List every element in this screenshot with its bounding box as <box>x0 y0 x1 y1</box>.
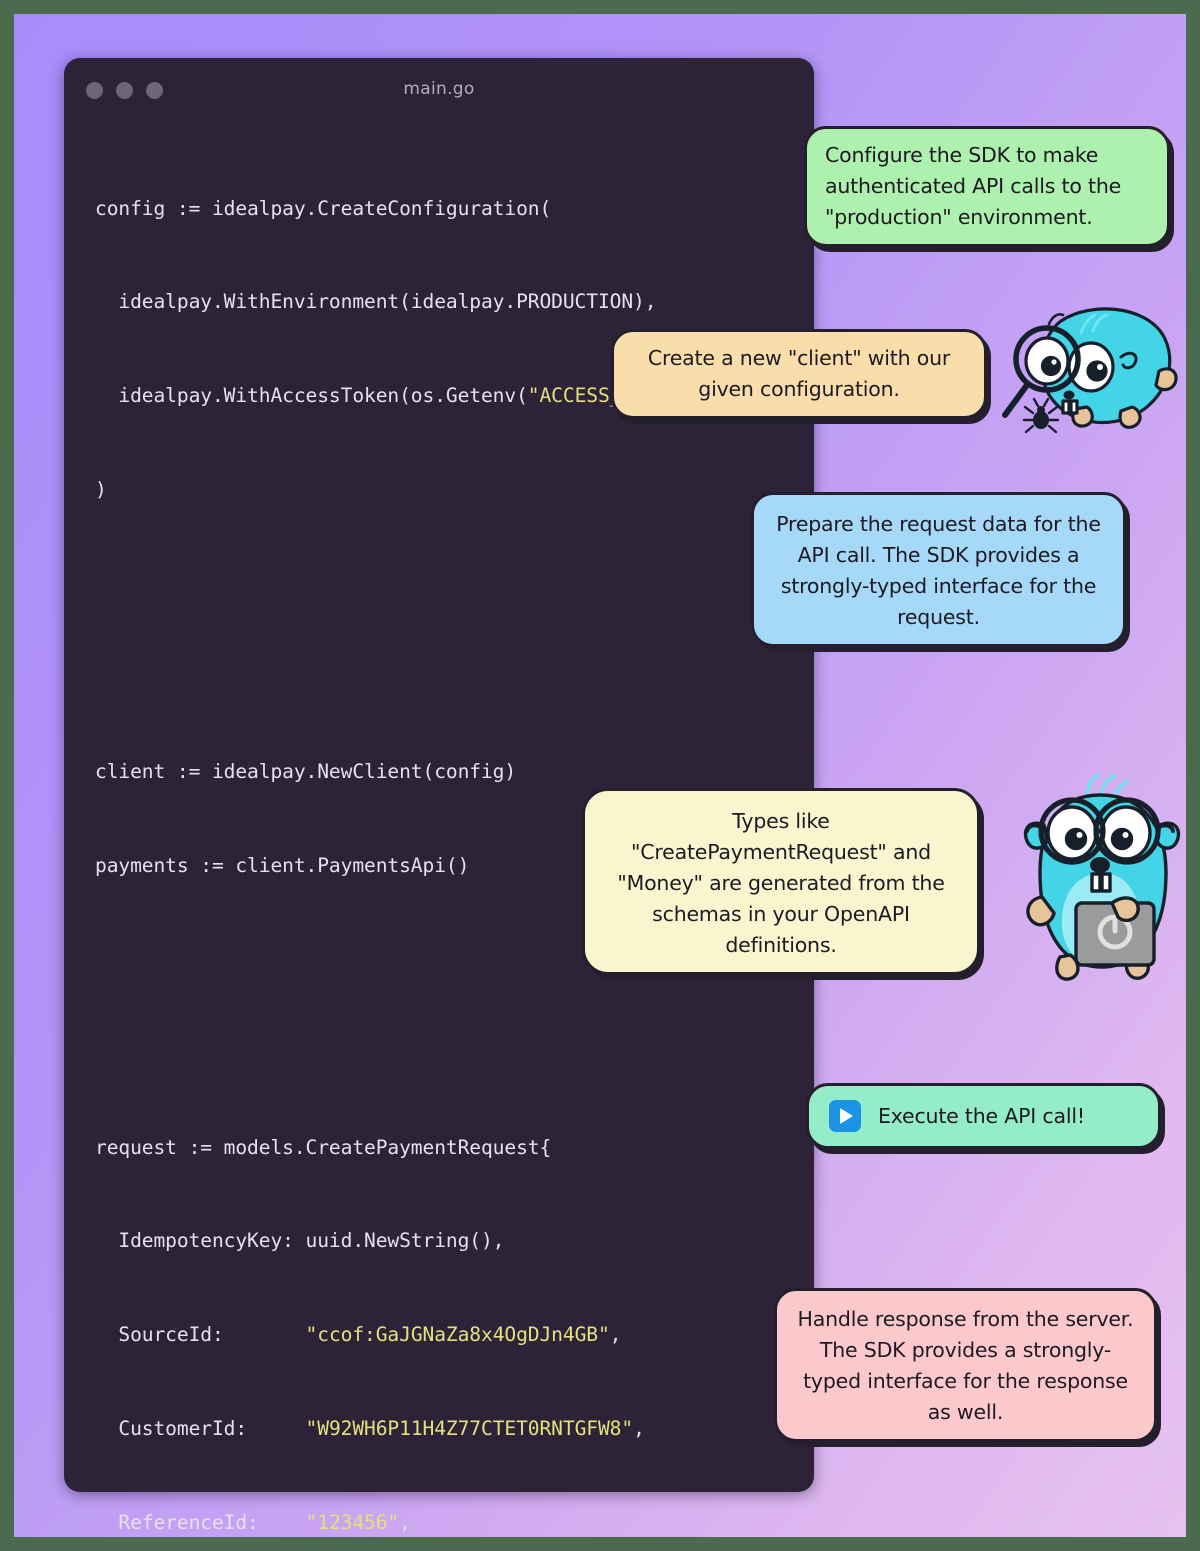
callout-execute-label: Execute the API call! <box>878 1103 1085 1128</box>
poster-canvas: main.go config := idealpay.CreateConfigu… <box>14 14 1186 1537</box>
close-button-icon[interactable] <box>86 82 103 99</box>
callout-execute-api-call: Execute the API call! <box>806 1083 1161 1149</box>
code-line: SourceId: "ccof:GaJGNaZa8x4OgDJn4GB", <box>95 1323 622 1347</box>
code-line: CustomerId: "W92WH6P11H4Z77CTET0RNTGFW8"… <box>95 1417 645 1441</box>
code-line: client := idealpay.NewClient(config) <box>95 759 517 783</box>
code-line <box>95 662 806 693</box>
minimize-button-icon[interactable] <box>116 82 133 99</box>
play-icon[interactable] <box>829 1100 861 1132</box>
window-title: main.go <box>403 79 475 99</box>
window-titlebar: main.go <box>64 58 814 118</box>
code-line: config := idealpay.CreateConfiguration( <box>95 196 552 220</box>
go-gopher-with-magnifying-glass-and-bug-icon <box>1002 307 1178 434</box>
bug-icon <box>1022 397 1060 434</box>
traffic-light-buttons[interactable] <box>86 82 163 99</box>
code-line: ) <box>95 478 107 502</box>
code-line: ReferenceId: "123456", <box>95 1511 411 1535</box>
code-line: IdempotencyKey: uuid.NewString(), <box>95 1229 505 1253</box>
code-editor-window: main.go config := idealpay.CreateConfigu… <box>64 58 814 1534</box>
code-line <box>95 568 806 599</box>
code-line: idealpay.WithEnvironment(idealpay.PRODUC… <box>95 290 657 314</box>
go-gopher-with-glasses-holding-laptop-icon <box>1023 773 1181 981</box>
callout-handle-response: Handle response from the server. The SDK… <box>774 1288 1157 1442</box>
maximize-button-icon[interactable] <box>146 82 163 99</box>
code-block[interactable]: config := idealpay.CreateConfiguration( … <box>95 130 806 1537</box>
callout-create-client: Create a new "client" with our given con… <box>611 329 987 419</box>
code-line: payments := client.PaymentsApi() <box>95 853 470 877</box>
code-line <box>95 1038 806 1069</box>
callout-prepare-request: Prepare the request data for the API cal… <box>751 492 1126 647</box>
code-line: request := models.CreatePaymentRequest{ <box>95 1135 552 1159</box>
callout-generated-types: Types like "CreatePaymentRequest" and "M… <box>582 788 980 975</box>
callout-configure-sdk: Configure the SDK to make authenticated … <box>804 126 1170 247</box>
